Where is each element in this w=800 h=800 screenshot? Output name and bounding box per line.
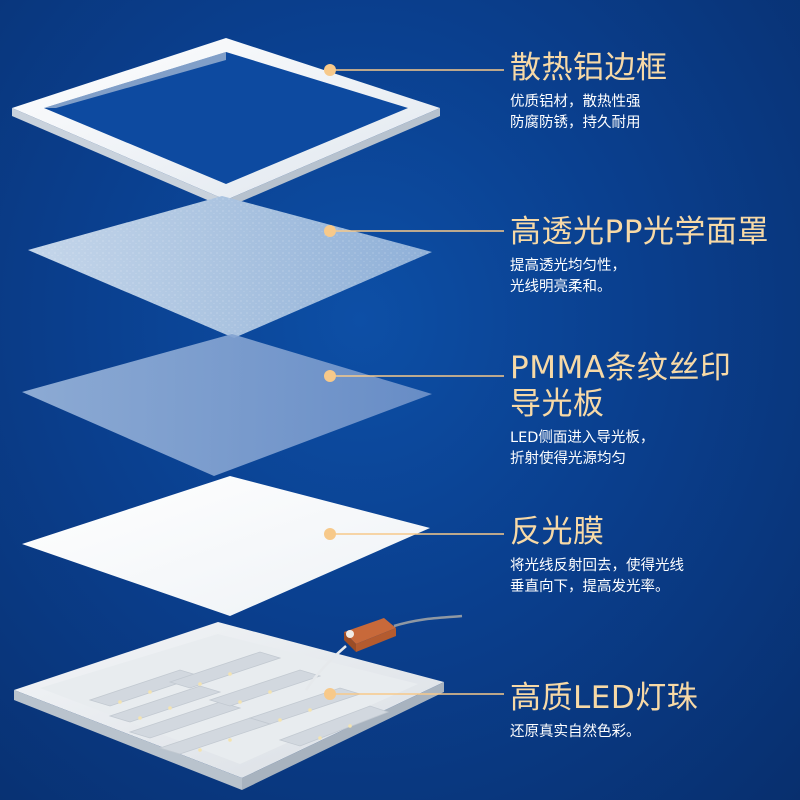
callout-description: 还原真实自然色彩。	[510, 724, 641, 740]
pmma-light-guide-layer	[22, 334, 432, 476]
leader-dot-4	[324, 528, 336, 540]
leader-dot-5	[324, 688, 336, 700]
reflective-film-layer	[22, 476, 430, 616]
callout-reflective-film: 反光膜 将光线反射回去，使得光线 垂直向下，提高发光率。	[510, 514, 800, 598]
callout-description: 优质铝材，散热性强 防腐防锈，持久耐用	[510, 94, 641, 131]
callout-leaders	[324, 64, 504, 700]
leader-dot-1	[324, 64, 336, 76]
pp-diffuser-layer	[28, 196, 432, 338]
callout-title: PMMA条纹丝印 导光板	[510, 350, 732, 422]
callout-title: 反光膜	[510, 514, 605, 550]
power-wire	[393, 614, 463, 628]
callout-pmma-light-guide: PMMA条纹丝印 导光板 LED侧面进入导光板， 折射使得光源均匀	[510, 350, 800, 470]
led-beads	[118, 672, 352, 752]
driver-box	[344, 618, 396, 652]
signal-wire	[304, 645, 347, 691]
callout-title: 高透光PP光学面罩	[510, 214, 769, 250]
led-base-panel-layer	[14, 614, 463, 790]
callout-description: 提高透光均匀性， 光线明亮柔和。	[510, 258, 626, 295]
leader-dot-2	[324, 225, 336, 237]
callout-description: 将光线反射回去，使得光线 垂直向下，提高发光率。	[510, 558, 684, 595]
aluminium-frame-layer	[12, 38, 440, 208]
callout-led-beads: 高质LED灯珠 还原真实自然色彩。	[510, 680, 800, 743]
led-strips	[88, 651, 390, 755]
callout-title: 高质LED灯珠	[510, 680, 699, 716]
callout-pp-diffuser: 高透光PP光学面罩 提高透光均匀性， 光线明亮柔和。	[510, 214, 800, 298]
callout-aluminium-frame: 散热铝边框 优质铝材，散热性强 防腐防锈，持久耐用	[510, 50, 800, 134]
leader-dot-3	[324, 370, 336, 382]
callout-description: LED侧面进入导光板， 折射使得光源均匀	[510, 430, 655, 467]
callout-title: 散热铝边框	[510, 50, 668, 86]
